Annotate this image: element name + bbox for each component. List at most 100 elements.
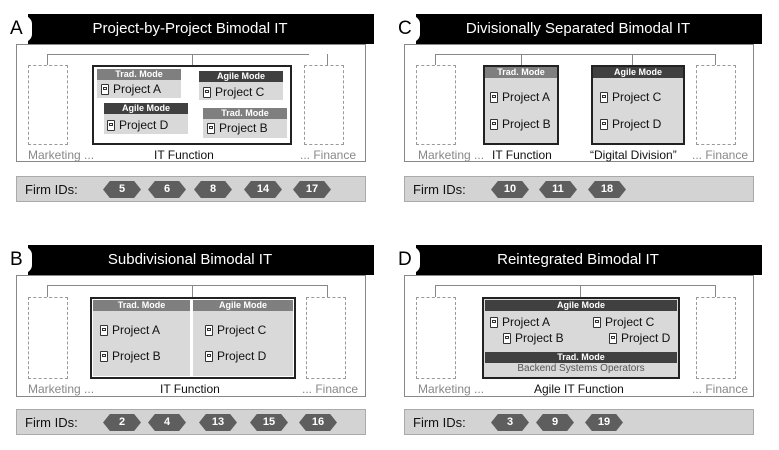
panel-d: Reintegrated Bimodal IT D Marketing ... …: [394, 245, 762, 439]
panel-d-finance-label: ... Finance: [692, 382, 749, 396]
firm-id-badge: 15: [250, 414, 288, 431]
project-icon: [490, 119, 498, 130]
panel-a-header: Project-by-Project Bimodal IT: [6, 14, 374, 44]
firm-id-badge: 8: [194, 181, 232, 198]
firm-id-badge: 18: [588, 181, 626, 198]
panel-b-trad-mode: Trad. Mode: [93, 300, 190, 311]
panel-d-firm-bar: Firm IDs: 3 9 19: [404, 409, 754, 435]
panel-a-tree-v2: [192, 54, 193, 65]
panel-a-tree-v3: [327, 54, 328, 65]
panel-a-tree-h: [47, 54, 309, 55]
panel-c-tree-v1: [435, 54, 436, 65]
panel-b-tree-v3: [327, 285, 328, 297]
panel-a-group-b-mode: Trad. Mode: [203, 108, 287, 119]
panel-b-it-label: IT Function: [160, 382, 220, 396]
panel-c-title: Divisionally Separated Bimodal IT: [465, 20, 691, 37]
panel-d-project-a: Project A: [490, 315, 550, 329]
panel-b-tree-v1: [47, 285, 48, 297]
panel-d-finance-box: [696, 297, 736, 379]
panel-d-letter-bracket: [416, 245, 428, 275]
firm-id-badge: 14: [244, 181, 282, 198]
panel-c-it-label: IT Function: [492, 148, 552, 162]
panel-d-tree-v2: [580, 285, 581, 297]
firm-id-badge: 2: [103, 414, 141, 431]
panel-a-project-c: Project C: [203, 85, 264, 99]
panel-d-project-b: Project B: [503, 331, 564, 345]
project-icon: [100, 325, 108, 336]
panel-c-tree-v3: [632, 54, 633, 65]
firm-id-badge: 16: [299, 414, 337, 431]
panel-a-project-d: Project D: [107, 118, 168, 132]
project-icon: [205, 325, 213, 336]
firm-id-badge: 5: [103, 181, 141, 198]
panel-c-firm-label: Firm IDs:: [413, 182, 466, 197]
panel-a-group-d-mode: Agile Mode: [104, 103, 188, 114]
panel-a-finance-label: ... Finance: [300, 148, 357, 162]
panel-b-tree-h: [47, 285, 327, 286]
panel-a-marketing-label: Marketing ...: [28, 148, 95, 162]
panel-c-trad-mode: Trad. Mode: [485, 67, 557, 78]
panel-c-project-a: Project A: [490, 90, 550, 104]
panel-a-it-label: IT Function: [154, 148, 214, 162]
project-icon: [205, 351, 213, 362]
panel-a-firm-label: Firm IDs:: [25, 182, 78, 197]
project-icon: [100, 351, 108, 362]
panel-b-project-a: Project A: [100, 323, 160, 337]
firm-id-badge: 13: [199, 414, 237, 431]
panel-c-finance-box: [696, 65, 736, 145]
panel-c-tree-v4: [715, 54, 716, 65]
panel-b-firm-bar: Firm IDs: 2 4 13 15 16: [16, 409, 366, 435]
panel-c-project-d: Project D: [600, 117, 661, 131]
panel-d-backend-label: Backend Systems Operators: [517, 363, 645, 374]
panel-a-group-c-mode: Agile Mode: [199, 71, 283, 82]
panel-b-project-c: Project C: [205, 323, 266, 337]
panel-c-header: Divisionally Separated Bimodal IT: [394, 14, 762, 44]
panel-c-tree-v2: [521, 54, 522, 65]
panel-a-group-a-mode: Trad. Mode: [97, 69, 181, 80]
panel-b-title: Subdivisional Bimodal IT: [107, 251, 273, 268]
firm-id-badge: 19: [585, 414, 623, 431]
panel-a-tree-v1: [47, 54, 48, 65]
panel-a-project-a: Project A: [101, 82, 161, 96]
firm-id-badge: 3: [491, 414, 529, 431]
panel-c-marketing-label: Marketing ...: [418, 148, 485, 162]
panel-b-project-b: Project B: [100, 349, 161, 363]
panel-a-firm-bar: Firm IDs: 5 6 8 14 17: [16, 176, 366, 202]
panel-a: Project-by-Project Bimodal IT A Marketin…: [6, 14, 374, 204]
panel-d-agile-mode: Agile Mode: [485, 300, 677, 311]
project-icon: [107, 120, 115, 131]
project-icon: [609, 333, 617, 344]
panel-d-marketing-label: Marketing ...: [418, 382, 485, 396]
panel-c-project-b: Project B: [490, 117, 551, 131]
project-icon: [503, 333, 511, 344]
panel-a-title: Project-by-Project Bimodal IT: [92, 20, 288, 37]
project-icon: [203, 87, 211, 98]
panel-a-marketing-box: [28, 65, 68, 145]
panel-b-header: Subdivisional Bimodal IT: [6, 245, 374, 275]
panel-c-org-frame: [404, 44, 754, 162]
project-icon: [593, 317, 601, 328]
panel-c-agile-mode: Agile Mode: [593, 67, 683, 78]
panel-b-letter-bracket: [28, 245, 40, 275]
panel-d-it-label: Agile IT Function: [534, 382, 624, 396]
panel-c-tree-h: [435, 54, 715, 55]
panel-d-marketing-box: [416, 297, 456, 379]
panel-d-project-d: Project D: [609, 331, 670, 345]
panel-c-letter-bracket: [416, 14, 428, 44]
panel-d-tree-v3: [715, 285, 716, 297]
panel-b-firm-label: Firm IDs:: [25, 415, 78, 430]
panel-b-marketing-box: [28, 297, 68, 379]
panel-d-project-c: Project C: [593, 315, 654, 329]
panel-b-finance-label: ... Finance: [302, 382, 359, 396]
project-icon: [101, 84, 109, 95]
panel-c-digital-label: “Digital Division”: [590, 148, 677, 162]
panel-b-agile-mode: Agile Mode: [193, 300, 293, 311]
panel-d-tree-h: [435, 285, 715, 286]
firm-id-badge: 17: [293, 181, 331, 198]
firm-id-badge: 11: [539, 181, 577, 198]
panel-b-tree-v2: [192, 285, 193, 297]
panel-b-trad-area: [93, 300, 190, 376]
firm-id-badge: 6: [148, 181, 186, 198]
panel-c-finance-label: ... Finance: [692, 148, 749, 162]
panel-c-project-c: Project C: [600, 90, 661, 104]
